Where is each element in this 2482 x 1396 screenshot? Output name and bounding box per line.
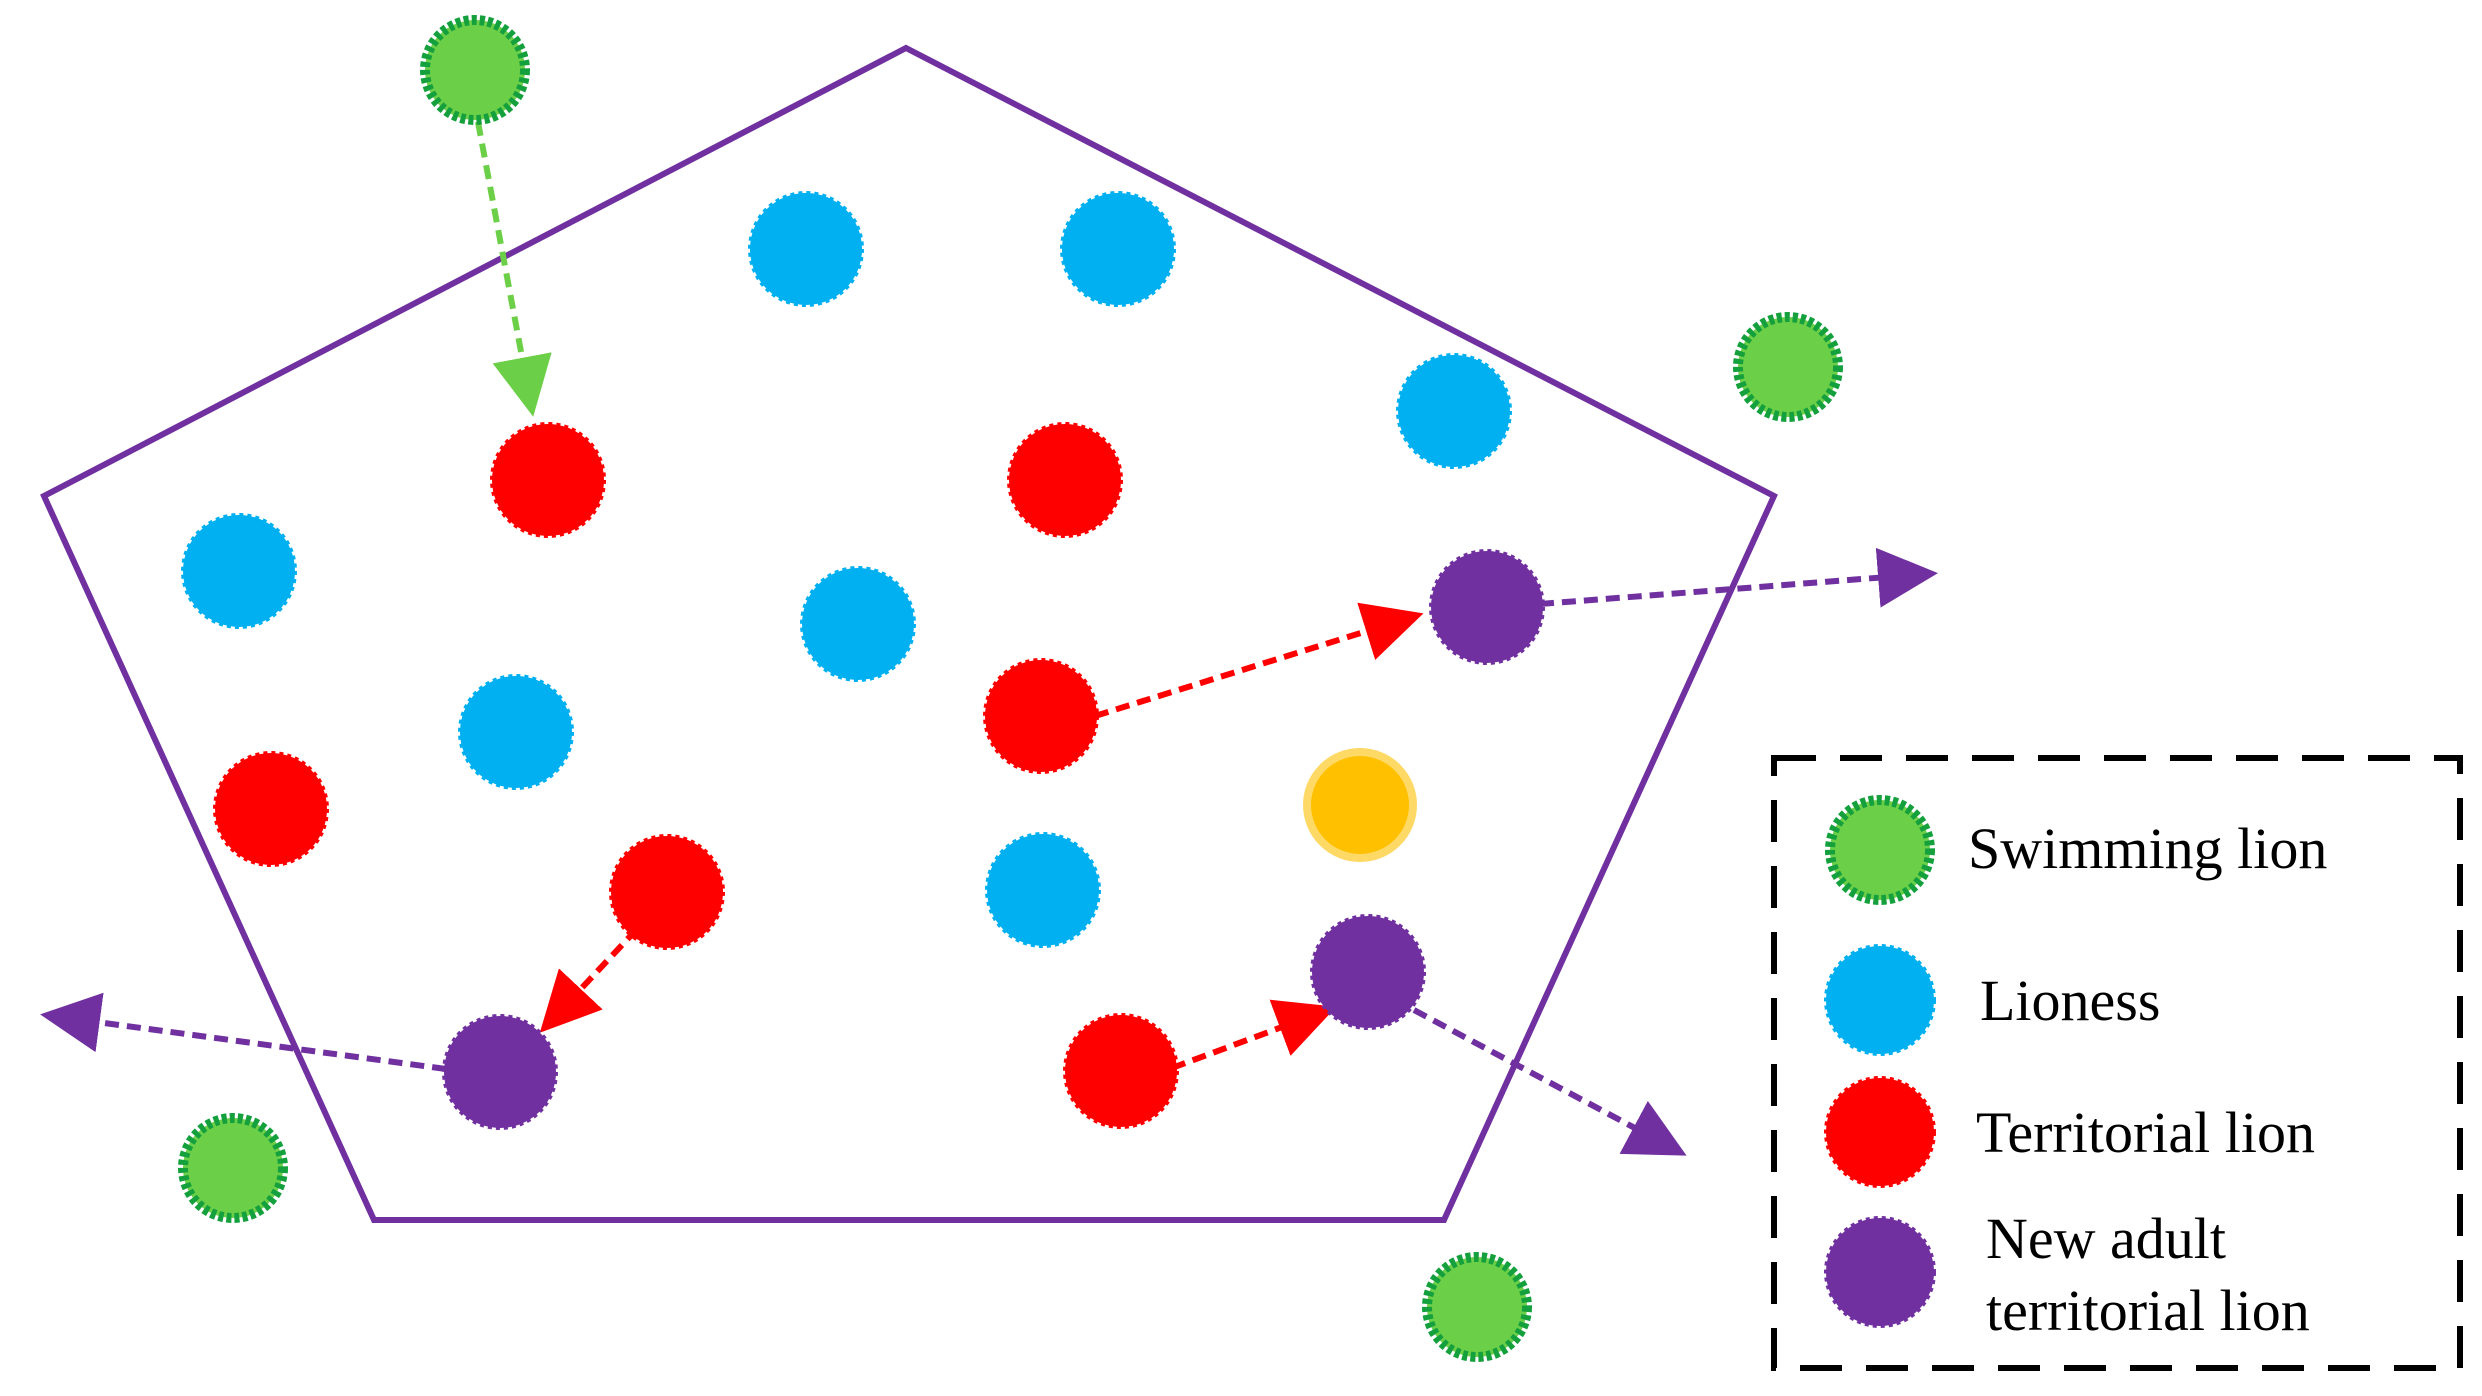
territorial-lion bbox=[490, 422, 606, 538]
legend-swimming-lion-swatch bbox=[1825, 795, 1935, 905]
legend-swimming-lion-label: Swimming lion bbox=[1968, 816, 2327, 881]
swimming-lion bbox=[178, 1113, 288, 1223]
swimming-lion-entry-arrow bbox=[475, 121, 552, 417]
new-adult-territorial-lion bbox=[1310, 914, 1426, 1030]
lioness bbox=[1060, 191, 1176, 307]
territorial-lion bbox=[213, 751, 329, 867]
lioness bbox=[748, 191, 864, 307]
swimming-lion-group bbox=[178, 15, 1843, 1362]
swimming-lion bbox=[1733, 312, 1843, 422]
lioness bbox=[985, 832, 1101, 948]
new-adult-territorial-lion-group bbox=[442, 549, 1545, 1130]
legend-lioness-label: Lioness bbox=[1980, 968, 2160, 1033]
legend-new-adult-label-line2: territorial lion bbox=[1986, 1278, 2310, 1343]
movement-arrows bbox=[40, 121, 1938, 1156]
highlighted-lion bbox=[1303, 748, 1417, 862]
territorial-lion-move-arrow bbox=[1094, 602, 1424, 719]
new-adult-territorial-lion bbox=[1429, 549, 1545, 665]
territorial-lion bbox=[1063, 1013, 1179, 1129]
territorial-lion-move-arrow bbox=[539, 926, 640, 1033]
legend-new-adult-swatch bbox=[1824, 1216, 1936, 1328]
lioness bbox=[181, 513, 297, 629]
legend-territorial-lion-swatch bbox=[1824, 1076, 1936, 1188]
territorial-lion bbox=[609, 834, 725, 950]
swimming-lion bbox=[1422, 1252, 1532, 1362]
territorial-lion bbox=[983, 658, 1099, 774]
legend: Swimming lion Lioness Territorial lion N… bbox=[1771, 755, 2463, 1371]
territorial-lion-group bbox=[213, 422, 1179, 1129]
new-adult-exit-arrow bbox=[40, 992, 447, 1072]
legend-lioness-swatch bbox=[1824, 944, 1936, 1056]
lioness bbox=[458, 674, 574, 790]
swimming-lion bbox=[420, 15, 530, 125]
new-adult-territorial-lion bbox=[442, 1014, 558, 1130]
territorial-lion bbox=[1007, 422, 1123, 538]
legend-territorial-lion-label: Territorial lion bbox=[1976, 1100, 2315, 1165]
lioness bbox=[800, 566, 916, 682]
lioness bbox=[1396, 353, 1512, 469]
legend-new-adult-label-line1: New adult bbox=[1986, 1206, 2226, 1271]
legend-border bbox=[1771, 755, 2463, 1371]
territorial-lion-move-arrow bbox=[1170, 999, 1337, 1071]
lioness-group bbox=[181, 191, 1512, 948]
new-adult-exit-arrow bbox=[1412, 1007, 1687, 1156]
territory-boundary bbox=[40, 44, 1778, 1223]
